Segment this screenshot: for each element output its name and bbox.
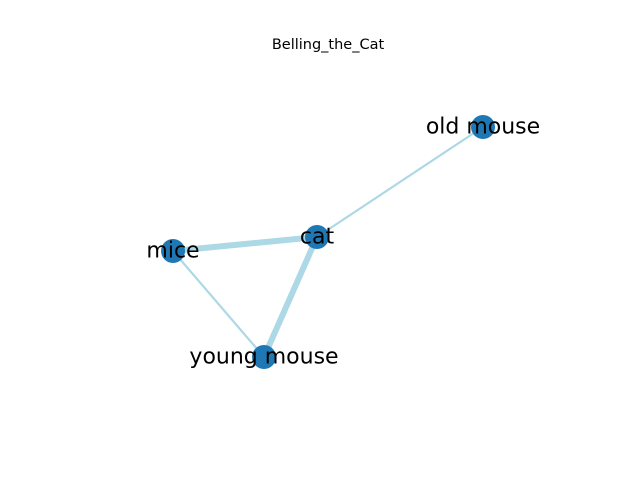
node-label-young_mouse: young mouse — [189, 345, 338, 370]
node-cat — [305, 225, 329, 249]
node-label-mice: mice — [146, 239, 199, 264]
edge-cat-old_mouse — [316, 126, 484, 238]
nodes-layer — [161, 115, 495, 369]
node-label-old_mouse: old mouse — [426, 115, 540, 140]
node-old_mouse — [471, 115, 495, 139]
diagram-title: Belling_the_Cat — [272, 37, 385, 53]
edge-mice-young_mouse — [172, 250, 265, 358]
edges-layer — [172, 126, 484, 359]
labels-layer: old mouse cat mice young mouse — [146, 115, 540, 370]
node-label-cat: cat — [300, 225, 335, 250]
edge-cat-young_mouse — [261, 235, 320, 359]
edge-mice-cat — [172, 234, 318, 254]
node-young_mouse — [252, 345, 276, 369]
node-mice — [161, 239, 185, 263]
